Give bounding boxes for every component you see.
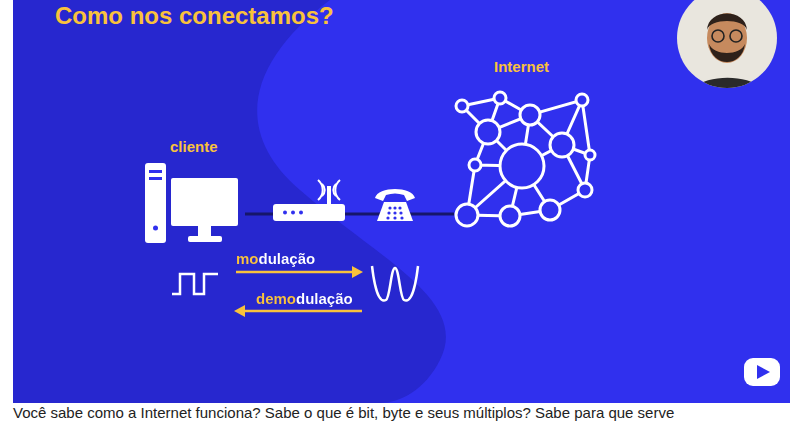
- client-computer: cliente: [140, 138, 245, 248]
- computer-icon: [145, 163, 238, 243]
- router-icon: [273, 180, 345, 221]
- description-text: Você sabe como a Internet funciona? Sabe…: [13, 404, 674, 421]
- modulation-arrow: [236, 266, 363, 278]
- modulation-label: modulação: [236, 250, 315, 267]
- video-logo: [744, 358, 780, 386]
- demodulation-label: demodulação: [256, 290, 353, 307]
- internet-cloud: Internet: [454, 58, 606, 236]
- telephone-icon: [375, 189, 415, 221]
- network-graph: [456, 92, 595, 226]
- background-blob: [13, 0, 446, 403]
- square-wave: [172, 274, 218, 294]
- node-heading: cliente: [170, 138, 218, 155]
- slide-panel: [13, 0, 790, 403]
- node-heading: Internet: [494, 58, 549, 75]
- slide-title: Como nos conectamos?: [55, 2, 334, 30]
- presenter-webcam: [677, 0, 777, 95]
- sine-wave: [372, 266, 418, 301]
